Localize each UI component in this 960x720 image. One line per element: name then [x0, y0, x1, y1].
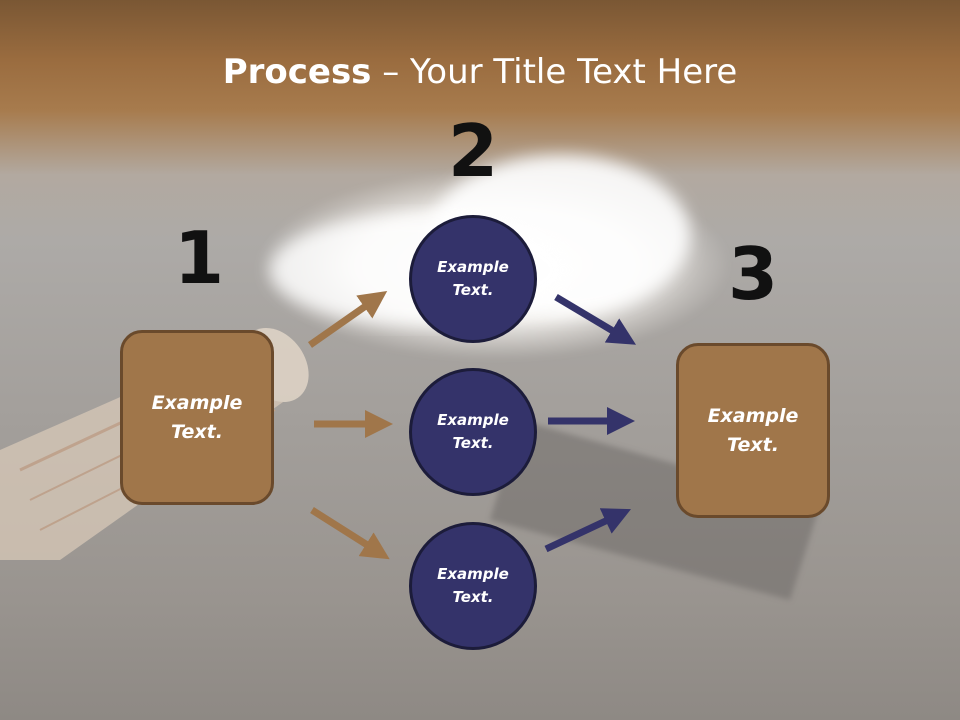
title-bold: Process — [222, 52, 372, 92]
step-number-2: 2 — [447, 109, 499, 193]
arrow-top-to-right — [554, 293, 637, 345]
step-1-box: Example Text. — [120, 330, 274, 505]
step-2-node-top: Example Text. — [409, 215, 537, 343]
arrow-bottom-to-right — [544, 508, 632, 553]
node-bottom-text: Example Text. — [437, 564, 509, 606]
title-rest: – Your Title Text Here — [371, 52, 738, 92]
step-number-1: 1 — [173, 216, 225, 300]
step-number-3: 3 — [727, 232, 779, 316]
arrow-left-to-bottom — [310, 507, 390, 560]
node-middle-text: Example Text. — [437, 410, 509, 452]
step-3-box: Example Text. — [676, 343, 830, 518]
step-3-text: Example Text. — [707, 405, 799, 456]
step-1-text: Example Text. — [151, 392, 243, 443]
step-2-node-bottom: Example Text. — [409, 522, 537, 650]
slide-title: Process – Your Title Text Here — [0, 52, 960, 92]
node-top-text: Example Text. — [437, 257, 509, 299]
arrow-left-to-top — [307, 290, 388, 348]
step-2-node-middle: Example Text. — [409, 368, 537, 496]
